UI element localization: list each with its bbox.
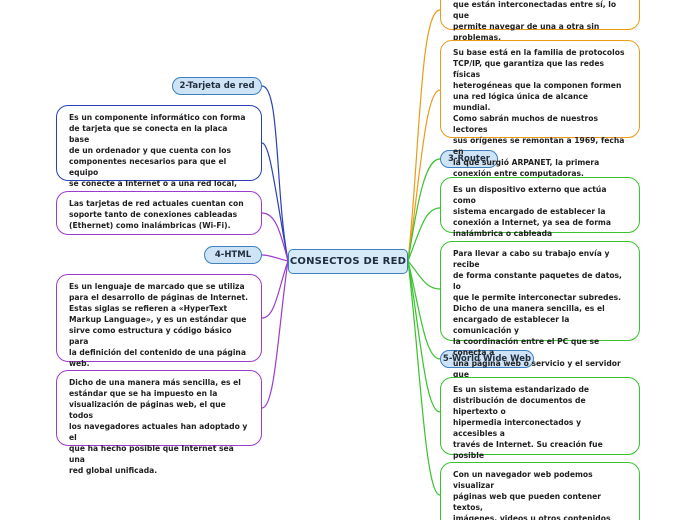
link-html-std bbox=[261, 260, 289, 409]
card-text: Las tarjetas de red actuales cuentan con… bbox=[69, 199, 244, 230]
card-html-definicion[interactable]: Es un lenguaje de marcado que se utiliza… bbox=[56, 274, 262, 368]
card-internet-base[interactable]: Su base está en la familia de protocolos… bbox=[440, 40, 640, 178]
link-central-internet-base bbox=[407, 89, 441, 262]
card-html-estandar[interactable]: Dicho de una manera más sencilla, es el … bbox=[56, 370, 262, 475]
topic-html[interactable]: 4-HTML bbox=[204, 246, 262, 264]
central-topic[interactable]: CONSECTOS DE RED bbox=[288, 249, 408, 274]
card-text: Para llevar a cabo su trabajo envía y re… bbox=[453, 249, 622, 390]
card-tarjeta-actuales[interactable]: Las tarjetas de red actuales cuentan con… bbox=[56, 191, 262, 235]
link-central-tarjeta bbox=[261, 85, 289, 262]
card-www-navegador[interactable]: Con un navegador web podemos visualizar … bbox=[440, 462, 640, 520]
card-text: Su base está en la familia de protocolos… bbox=[453, 48, 625, 178]
card-router-definicion[interactable]: Es un dispositivo externo que actúa como… bbox=[440, 177, 640, 238]
card-text: Es un lenguaje de marcado que se utiliza… bbox=[69, 282, 249, 368]
link-central-router bbox=[407, 158, 441, 262]
link-html-def bbox=[261, 260, 289, 319]
card-tarjeta-definicion[interactable]: Es un componente informático con forma d… bbox=[56, 105, 262, 210]
card-router-funcion[interactable]: Para llevar a cabo su trabajo envía y re… bbox=[440, 241, 640, 390]
topic-tarjeta-de-red[interactable]: 2-Tarjeta de red bbox=[172, 77, 262, 95]
link-tarjeta-def bbox=[261, 142, 289, 262]
card-text: que están interconectadas entre sí, lo q… bbox=[453, 0, 617, 42]
link-central-tarjeta-actual bbox=[261, 212, 289, 262]
link-www-def bbox=[407, 260, 441, 413]
card-text: Con un navegador web podemos visualizar … bbox=[453, 470, 611, 520]
card-text: Es un dispositivo externo que actúa como… bbox=[453, 185, 611, 238]
link-central-html bbox=[261, 254, 289, 262]
link-central-www bbox=[407, 260, 441, 360]
card-www-definicion[interactable]: Es un sistema estandarizado de distribuc… bbox=[440, 377, 640, 482]
link-router-def bbox=[407, 207, 441, 262]
card-internet-interconectadas[interactable]: que están interconectadas entre sí, lo q… bbox=[440, 0, 640, 42]
topic-world-wide-web[interactable]: 5-World Wide Web bbox=[440, 350, 534, 368]
card-text: Dicho de una manera más sencilla, es el … bbox=[69, 378, 248, 475]
link-www-nav bbox=[407, 260, 441, 496]
topic-router[interactable]: 3-Router bbox=[440, 150, 498, 168]
link-router-func bbox=[407, 260, 441, 290]
link-central-internet-top bbox=[407, 9, 441, 262]
